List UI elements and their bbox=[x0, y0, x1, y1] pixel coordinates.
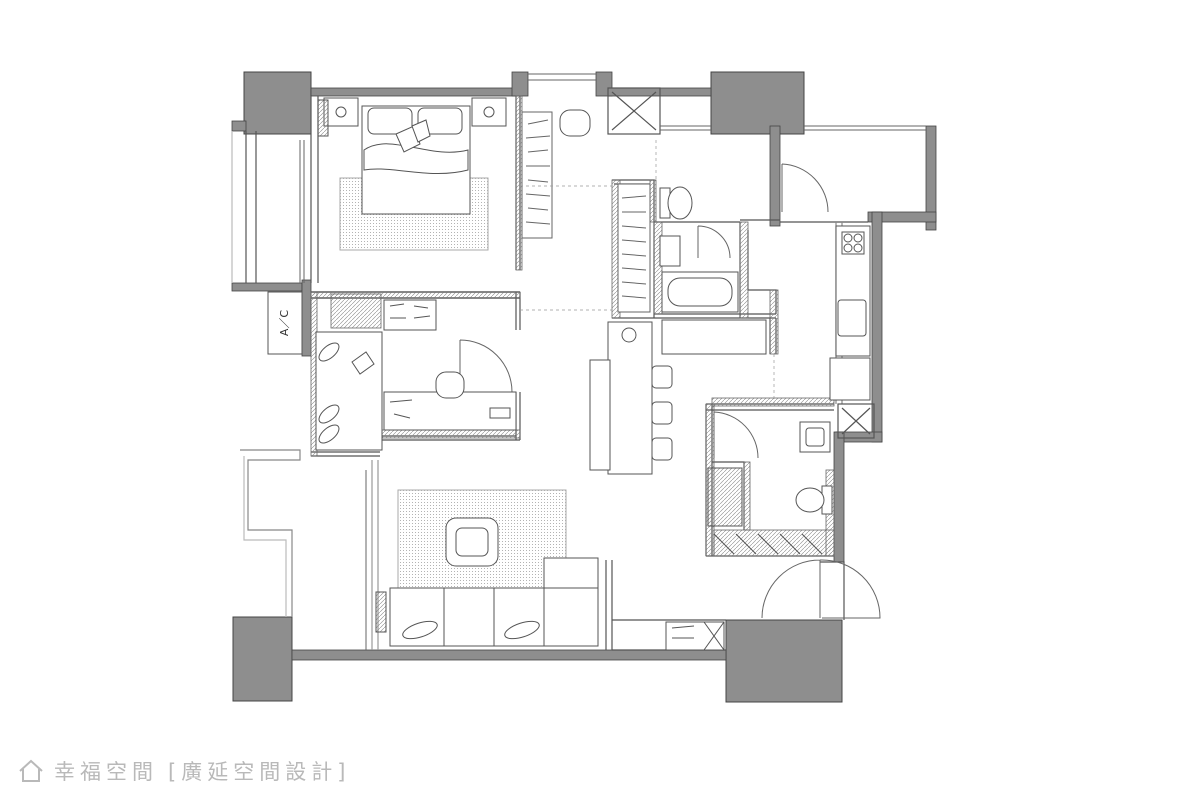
watermark: 幸福空間 [廣延空間設計] bbox=[18, 756, 350, 786]
vanity-stool bbox=[559, 109, 591, 137]
bed bbox=[323, 97, 507, 251]
column-top-left bbox=[243, 71, 312, 135]
wall-right-low bbox=[833, 431, 845, 563]
wall-left-post bbox=[301, 279, 312, 357]
doors bbox=[299, 73, 926, 650]
door-bath bbox=[697, 225, 731, 259]
wall-right-step bbox=[867, 211, 937, 223]
furniture bbox=[315, 97, 871, 651]
watermark-designer: [廣延空間設計] bbox=[168, 760, 351, 784]
guide-lines bbox=[520, 140, 775, 404]
house-logo-icon bbox=[19, 759, 43, 782]
wall-top-stub bbox=[511, 71, 529, 97]
kitchen-counter bbox=[829, 225, 871, 401]
column-bottom-left bbox=[232, 616, 293, 702]
basin-main bbox=[659, 235, 681, 267]
wall-kitchen-top bbox=[769, 125, 781, 227]
wardrobe-bedroom bbox=[521, 111, 553, 239]
bathtub bbox=[661, 271, 739, 313]
door-powder bbox=[713, 411, 759, 459]
toilet-main bbox=[659, 186, 693, 220]
shoe-cabinet bbox=[665, 621, 725, 651]
door-kitchen bbox=[781, 163, 829, 213]
structural-columns bbox=[232, 71, 843, 703]
wall-left-small bbox=[231, 120, 247, 132]
living-area bbox=[389, 489, 599, 647]
wall-left-small2 bbox=[231, 282, 303, 292]
door-study bbox=[459, 339, 513, 393]
watermark-brand: 幸福空間 bbox=[54, 760, 158, 784]
wall-top-bedroom bbox=[310, 87, 517, 97]
radiator-living bbox=[375, 591, 387, 633]
column-bottom-right bbox=[725, 619, 843, 703]
wall-right-upper bbox=[925, 125, 937, 231]
study bbox=[315, 299, 517, 451]
powder-room bbox=[707, 421, 833, 555]
dining-bar bbox=[589, 319, 767, 475]
door-entry bbox=[761, 559, 881, 619]
wall-bottom bbox=[291, 649, 727, 661]
column-top-right bbox=[710, 71, 805, 135]
radiator bbox=[317, 99, 329, 137]
ac-unit: A／C bbox=[267, 291, 303, 355]
hatched-walls bbox=[310, 95, 835, 557]
ac-label: A／C bbox=[278, 310, 291, 337]
wardrobe-hall bbox=[617, 183, 651, 313]
